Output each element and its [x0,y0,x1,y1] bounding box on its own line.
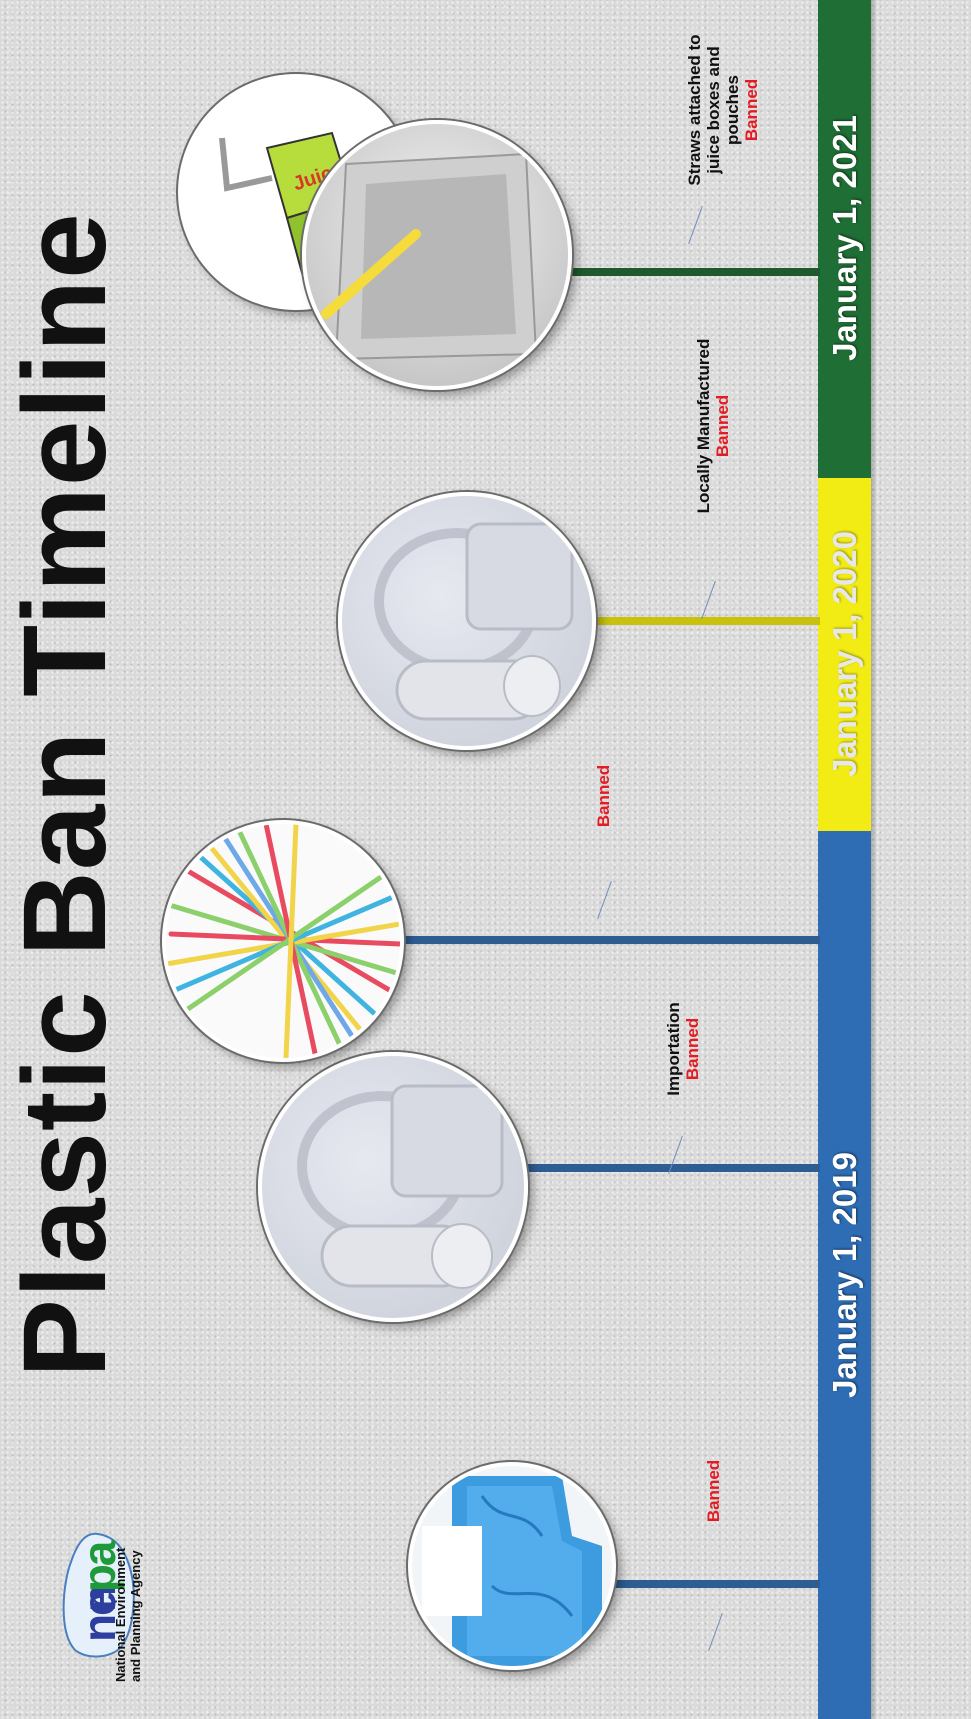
caption-local: Locally Manufactured Banned [694,326,736,526]
caption-bags: Banned [704,1431,726,1551]
pointer-juice [688,206,703,244]
stem-juice [560,268,820,276]
pointer-straws [597,881,612,919]
timeline-shadow [871,0,877,1719]
styrofoam-containers-image [258,1052,528,1322]
caption-line: pouches [723,25,742,195]
status-banned: Banned [594,765,613,827]
caption-line: Importation [664,984,683,1114]
caption-line: juice boxes and [704,25,723,195]
caption-straws: Banned [594,736,616,856]
status-banned: Banned [704,1460,723,1522]
status-banned: Banned [713,326,732,526]
caption-line: Locally Manufactured [694,326,713,526]
logo-org-name: National Environment and Planning Agency [113,1512,153,1682]
timeline-label-2021: January 1, 2021 [825,88,865,388]
stem-local [590,617,820,625]
juice-pouch-image [302,120,572,390]
logo-org-line2: and Planning Agency [128,1512,143,1682]
caption-juice: Straws attached to juice boxes and pouch… [685,25,765,195]
caption-importation: Importation Banned [664,984,706,1114]
caption-line: Straws attached to [685,25,704,195]
timeline-label-2020: January 1, 2020 [825,504,865,804]
status-banned: Banned [742,25,761,195]
plastic-straws-image [162,820,404,1062]
nepa-logo: n nepa [28,1500,183,1680]
pointer-local [701,581,716,619]
styrofoam-containers-2-image [338,492,596,750]
logo-org-line1: National Environment [113,1512,128,1682]
stem-straws [400,936,820,944]
stem-bags [608,1580,820,1588]
page-title: Plastic Ban Timeline [0,145,130,1445]
plastic-bags-image [408,1462,616,1670]
status-banned: Banned [683,984,702,1114]
nepa-logo-graphic: n nepa [28,1500,183,1680]
timeline-label-2019: January 1, 2019 [825,1125,865,1425]
pointer-bags [708,1613,723,1651]
